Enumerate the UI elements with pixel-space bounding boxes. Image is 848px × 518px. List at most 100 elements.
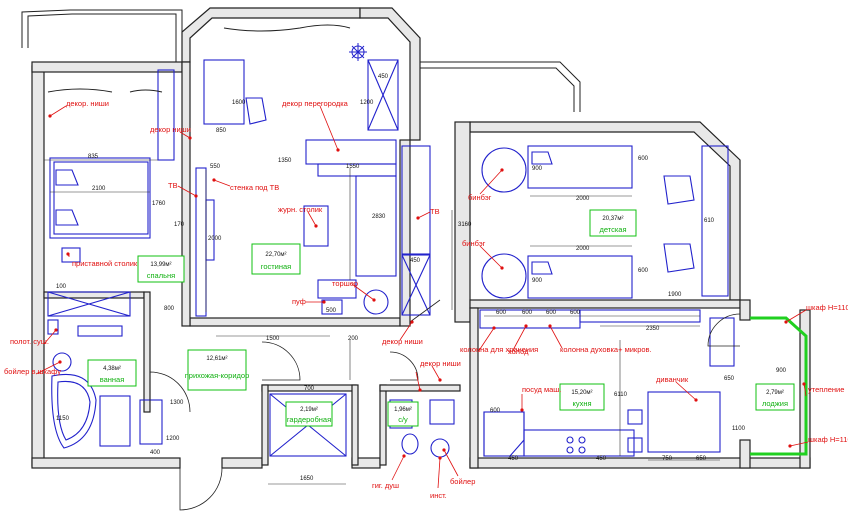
room-label-kids: 20,37м² детская (589, 209, 637, 237)
dim-900b: 900 (532, 278, 543, 284)
room-name-wc: с/у (398, 415, 408, 424)
dim-500: 500 (326, 308, 337, 314)
dim-900c: 900 (776, 368, 787, 374)
label-decor-partition: декор перегородка (282, 99, 349, 108)
label-decor-niche-3: декор ниши (382, 337, 423, 346)
outer-walls (21, 7, 811, 469)
bedroom-furniture (47, 69, 175, 317)
label-wardrobe-bottom: шкаф Н=1100мм (808, 435, 848, 444)
room-label-loggia: 2,79м² лоджия (755, 383, 795, 411)
room-name-bath: ванная (100, 375, 125, 384)
dim-750: 750 (662, 456, 673, 462)
room-name-bedroom: спальня (147, 271, 175, 280)
annotations: декор. ниши декор ниши декор перегородка… (4, 99, 848, 500)
dim-2000: 2000 (208, 236, 222, 242)
dim-600g: 600 (490, 408, 501, 414)
room-name-kids: детская (599, 225, 626, 234)
dim-170: 170 (174, 222, 185, 228)
room-name-wardrobe: гардеробная (287, 415, 331, 424)
dim-1900: 1900 (668, 292, 682, 298)
dim-1300: 1300 (170, 400, 184, 406)
room-label-wc: 1,96м² с/у (387, 401, 419, 427)
room-label-kitchen: 15,20м² кухня (559, 383, 605, 411)
label-wardrobe-top: шкаф Н=1100мм (806, 303, 848, 312)
dim-450: 450 (378, 74, 389, 80)
room-area-wc: 1,96м² (394, 407, 412, 413)
kids-furniture (481, 145, 729, 299)
dim-2830: 2830 (372, 214, 386, 220)
room-area-living: 22,70м² (265, 252, 286, 258)
dim-100: 100 (56, 284, 67, 290)
dim-1200b: 1200 (166, 436, 180, 442)
kitchen-furniture (479, 309, 735, 457)
dim-1600: 1600 (232, 100, 246, 106)
dim-1100: 1100 (732, 426, 746, 432)
room-area-bedroom: 13,99м² (150, 262, 171, 268)
label-dishwasher: посуд маш. (522, 385, 561, 394)
label-coffee-table: журн. столик (278, 205, 323, 214)
label-sofa: диванчик (656, 375, 689, 384)
label-tv-2: ТВ (430, 207, 440, 216)
room-name-kitchen: кухня (572, 399, 591, 408)
room-label-living: 22,70м² гостиная (251, 243, 301, 275)
dim-600c: 600 (496, 310, 507, 316)
dim-650b: 650 (724, 376, 735, 382)
dim-1550: 1550 (346, 164, 360, 170)
room-label-hall: 12,61м² прихожая-коридор (185, 349, 250, 391)
label-boiler: бойлер (450, 477, 475, 486)
dim-600a: 600 (638, 156, 649, 162)
room-label-bedroom: 13,99м² спальня (137, 255, 185, 283)
room-name-loggia: лоджия (762, 399, 788, 408)
dim-1350: 1350 (278, 158, 292, 164)
plant-icon (349, 43, 367, 61)
dim-450b: 450 (410, 258, 421, 264)
label-storage-column: колонна для хранения (460, 345, 538, 354)
dim-600b: 600 (638, 268, 649, 274)
room-area-kids: 20,37м² (602, 216, 623, 222)
dim-610: 610 (704, 218, 715, 224)
label-tv-1: ТВ (168, 181, 178, 190)
label-tv-wall: стенка под ТВ (230, 183, 279, 192)
dim-2100: 2100 (92, 186, 106, 192)
dimension-texts: 835 2100 1760 550 2000 170 850 1600 1350… (56, 74, 787, 482)
dim-200: 200 (348, 336, 359, 342)
dim-800: 800 (164, 306, 175, 312)
room-label-bath: 4,38м² ванная (87, 359, 137, 387)
label-cold: холод (508, 347, 529, 356)
dim-650a: 650 (696, 456, 707, 462)
dim-835: 835 (88, 154, 99, 160)
label-decor-niche-4: декор ниши (420, 359, 461, 368)
dim-450d: 450 (508, 456, 519, 462)
dim-1500: 1500 (266, 336, 280, 342)
label-towel-dryer: полот. суш. (10, 337, 49, 346)
loggia-insulation (750, 316, 808, 456)
dim-2000b: 2000 (576, 246, 590, 252)
dim-1200: 1200 (360, 100, 374, 106)
room-area-hall: 12,61м² (206, 356, 227, 362)
dim-6110: 6110 (614, 392, 628, 398)
label-beanbag-2: бинбэг (462, 239, 486, 248)
label-oven-column: колонна духовка+ микров. (560, 345, 652, 354)
dim-1760: 1760 (152, 201, 166, 207)
label-decor-niche-2: декор ниши (150, 125, 191, 134)
dim-450c: 450 (596, 456, 607, 462)
label-hyg-shower: гиг. душ (372, 481, 399, 490)
dim-1650: 1650 (300, 476, 314, 482)
living-furniture (195, 24, 431, 317)
dim-3160: 3160 (458, 222, 472, 228)
dim-600f: 600 (570, 310, 581, 316)
room-name-living: гостиная (261, 262, 292, 271)
dim-1150: 1150 (56, 416, 70, 422)
bath-furniture (47, 319, 131, 449)
room-name-hall: прихожая-коридор (185, 371, 250, 380)
dim-400: 400 (150, 450, 161, 456)
label-boiler-closet: бойлер в шкафу (4, 367, 61, 376)
dim-600d: 600 (522, 310, 533, 316)
dimension-lines (44, 159, 720, 485)
label-pouf: пуф (292, 297, 306, 306)
room-area-kitchen: 15,20м² (571, 390, 592, 396)
dim-700: 700 (304, 386, 315, 392)
label-beanbag-1: бинбэг (468, 193, 492, 202)
room-area-wardrobe: 2,19м² (300, 407, 318, 413)
